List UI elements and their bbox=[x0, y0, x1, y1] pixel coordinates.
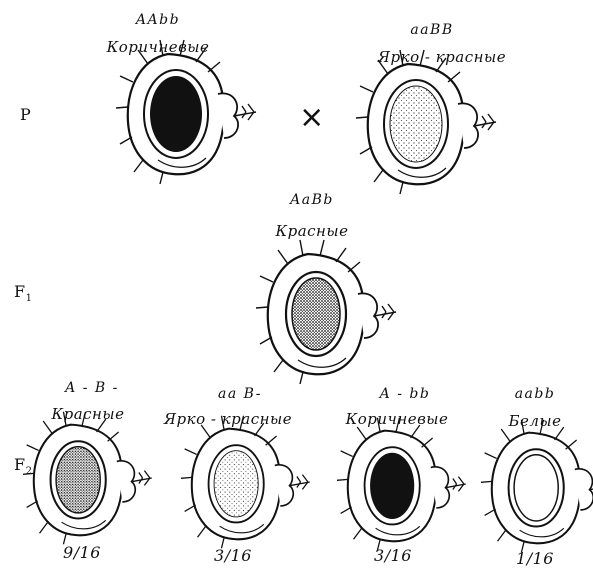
f2-eye-4 bbox=[481, 420, 593, 552]
f1-eye bbox=[256, 240, 396, 384]
parent1-eye bbox=[116, 40, 256, 184]
f2-eye-2 bbox=[181, 416, 310, 548]
f2-eye-3 bbox=[337, 418, 466, 550]
parent2-eye bbox=[356, 50, 496, 194]
f2-eye-1 bbox=[23, 412, 152, 544]
